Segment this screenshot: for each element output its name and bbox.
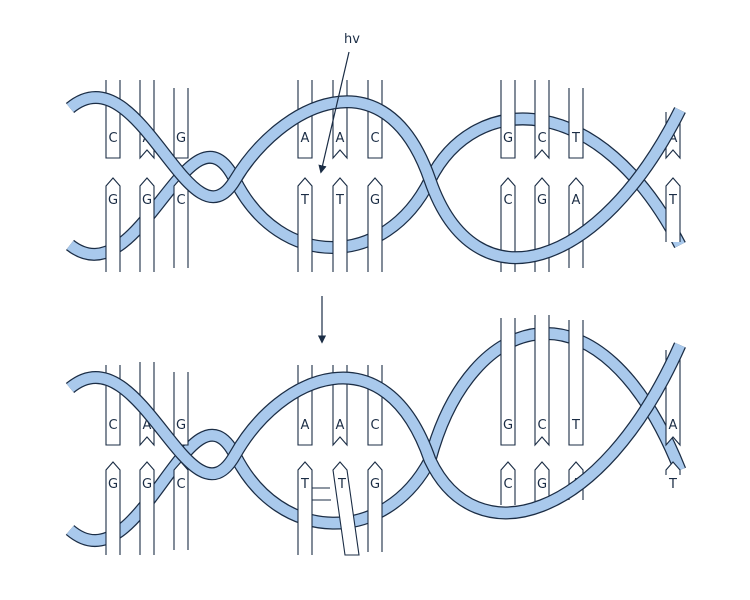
base-letter: T [335,193,344,208]
base-letter: G [503,131,513,146]
base-pair: GC [500,318,516,505]
photon-arrow [318,51,350,174]
base-letter: T [300,477,309,492]
base-letter: G [370,477,380,492]
base-letter: A [572,193,581,208]
base-letter: A [301,418,310,433]
bottom-helix-front-strand [65,342,686,520]
base-letter: T [337,477,346,492]
base-letter: G [176,418,186,433]
base-letter: A [336,418,345,433]
base-letter: T [571,418,580,433]
base-pair: CG [105,365,121,555]
base-letter: C [108,131,117,146]
base-letter: T [300,193,309,208]
base-letter: G [108,477,118,492]
base-letter: A [669,418,678,433]
base-letter: G [370,193,380,208]
base-letter: A [669,131,678,146]
base-pair: GC [173,88,189,268]
hv-label: hv [344,32,360,47]
base-pair: TA [568,320,584,500]
base-letter: A [301,131,310,146]
top-helix-front-strand [65,91,686,265]
base-letter: C [537,131,546,146]
base-letter: C [108,418,117,433]
base-pair: AG [139,80,155,272]
base-pair: GC [173,372,189,550]
base-letter: T [668,477,677,492]
base-letter: G [537,477,547,492]
base-letter: G [142,193,152,208]
base-letter: C [176,193,185,208]
base-letter: A [143,418,152,433]
base-letter: C [176,477,185,492]
base-letter: T [668,193,677,208]
base-letter: G [142,477,152,492]
base-letter: C [503,477,512,492]
base-letter: G [503,418,513,433]
base-letter: A [336,131,345,146]
base-pair: AT [332,365,360,556]
base-pair: GC [500,80,516,272]
base-pair: AG [139,362,155,555]
base-pair: CG [534,80,550,272]
base-pair: CG [534,315,550,505]
base-letter: C [370,418,379,433]
base-letter: C [537,418,546,433]
base-letter: G [176,131,186,146]
base-letter: G [537,193,547,208]
base-letter: C [370,131,379,146]
base-letter: T [571,131,580,146]
base-letter: G [108,193,118,208]
photon-annotation: hv [318,32,360,174]
base-letter: C [503,193,512,208]
